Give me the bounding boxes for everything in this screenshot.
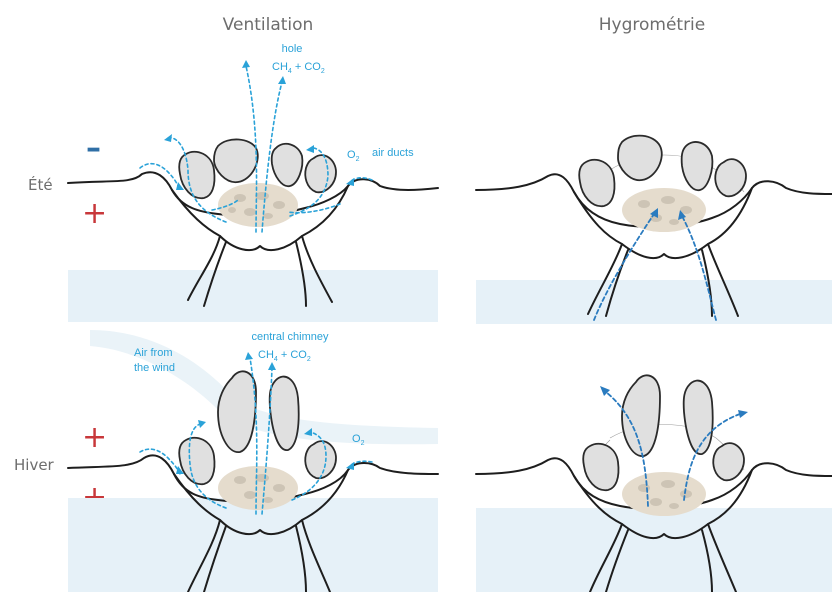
label-ch4-co2: CH4 + CO2 — [272, 61, 325, 75]
label-air-from-wind: the wind — [134, 362, 175, 374]
stone — [179, 152, 214, 199]
panel-summer-hygrometry — [476, 136, 832, 324]
stone — [305, 441, 336, 478]
label-air-ducts: air ducts — [372, 147, 414, 159]
stone — [214, 139, 258, 182]
row-label-hiver: Hiver — [14, 456, 55, 474]
water-table — [476, 508, 832, 592]
label-ch4-co2: CH4 + CO2 — [258, 349, 311, 363]
stone — [682, 142, 713, 190]
stone — [583, 444, 618, 491]
stone — [713, 443, 744, 480]
pressure-plus-sign: + — [82, 196, 107, 231]
column-title-ventilation: Ventilation — [223, 15, 314, 35]
stone — [305, 155, 336, 192]
column-title-hygrometrie: Hygrométrie — [599, 15, 706, 35]
water-table — [476, 280, 832, 324]
pressure-plus-sign: + — [82, 420, 107, 455]
label-o2: O2 — [347, 149, 360, 163]
water-table — [68, 498, 438, 592]
stone — [218, 371, 256, 452]
label-central-chimney: central chimney — [251, 331, 329, 343]
stone — [272, 144, 303, 186]
stone — [618, 136, 662, 181]
panel-summer-ventilation — [68, 60, 438, 322]
water-table — [68, 270, 438, 322]
stone — [579, 160, 614, 207]
row-label-ete: Été — [28, 175, 53, 194]
stone — [715, 159, 746, 196]
label-hole: hole — [282, 43, 303, 55]
pressure-minus-sign: – — [86, 131, 101, 166]
panel-winter-hygrometry — [476, 375, 832, 592]
label-air-from-wind: Air from — [134, 347, 173, 359]
stone — [179, 438, 214, 485]
stone — [684, 381, 713, 455]
panel-winter-ventilation — [68, 330, 438, 592]
stone — [270, 377, 299, 451]
